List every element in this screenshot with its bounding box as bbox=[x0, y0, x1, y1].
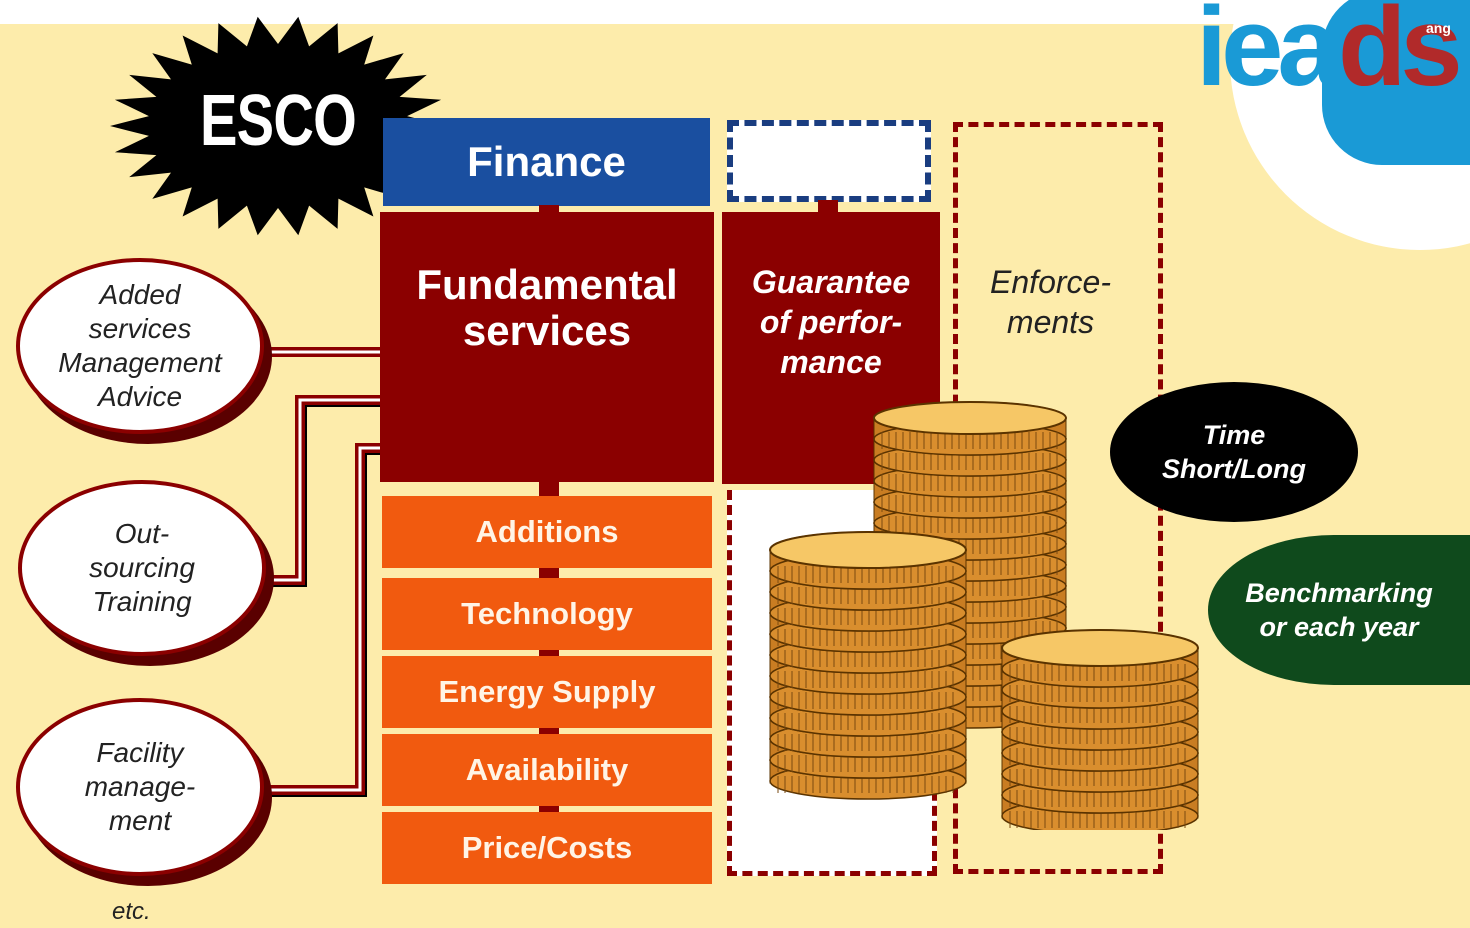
esco-label: ESCO bbox=[199, 81, 357, 161]
added-services-ellipse: Added services Management Advice bbox=[16, 258, 264, 434]
left-item-line: Added bbox=[99, 279, 181, 310]
outsourcing-ellipse: Out- sourcing Training bbox=[18, 480, 266, 656]
left-item-line: manage- bbox=[84, 771, 196, 802]
coin-stacks bbox=[769, 401, 1199, 830]
left-item-line: Training bbox=[92, 586, 192, 617]
connector bbox=[539, 205, 559, 213]
energy-supply-box: Energy Supply bbox=[382, 656, 712, 728]
enforcements-label: Enforce- ments bbox=[990, 264, 1111, 340]
fundamental-services-box: Fundamental services bbox=[380, 212, 714, 482]
left-item-line: Facility bbox=[96, 737, 184, 768]
finance-guarantee-dashed-box bbox=[727, 120, 931, 202]
facility-management-ellipse: Facility manage- ment bbox=[16, 698, 264, 876]
price-costs-box: Price/Costs bbox=[382, 812, 712, 884]
connector bbox=[539, 482, 559, 496]
logo-text-small: ang bbox=[1426, 20, 1451, 36]
left-item-line: sourcing bbox=[89, 552, 195, 583]
etc-label: etc. bbox=[112, 898, 151, 925]
benchmarking-oval: Benchmarking or each year bbox=[1208, 535, 1470, 685]
logo-text-iea: iea bbox=[1196, 0, 1340, 109]
time-line-2: Short/Long bbox=[1162, 454, 1306, 484]
finance-box: Finance bbox=[383, 118, 710, 206]
additions-box: Additions bbox=[382, 496, 712, 568]
availability-box: Availability bbox=[382, 734, 712, 806]
time-oval: Time Short/Long bbox=[1110, 382, 1358, 522]
connector bbox=[539, 728, 559, 736]
esco-starburst bbox=[110, 16, 446, 236]
fundamental-services-label: Fundamental services bbox=[416, 261, 678, 354]
benchmark-line-2: or each year bbox=[1259, 612, 1419, 642]
iea-dsm-logo: iea ds ang bbox=[1190, 0, 1470, 250]
left-item-line: services bbox=[88, 313, 192, 344]
connector bbox=[818, 200, 838, 214]
left-item-line: Advice bbox=[97, 381, 183, 412]
left-item-line: ment bbox=[108, 805, 172, 836]
guarantee-box: Guarantee of perfor- mance bbox=[722, 212, 940, 484]
time-line-1: Time bbox=[1202, 420, 1266, 450]
logo-text-ds: ds bbox=[1338, 0, 1463, 109]
left-item-line: Management bbox=[58, 347, 222, 378]
benchmark-line-1: Benchmarking bbox=[1245, 578, 1433, 608]
technology-box: Technology bbox=[382, 578, 712, 650]
left-item-line: Out- bbox=[114, 518, 170, 549]
connector bbox=[539, 806, 559, 814]
connector bbox=[539, 568, 559, 578]
guarantee-label: Guarantee of perfor- mance bbox=[751, 264, 911, 380]
connector bbox=[539, 650, 559, 658]
